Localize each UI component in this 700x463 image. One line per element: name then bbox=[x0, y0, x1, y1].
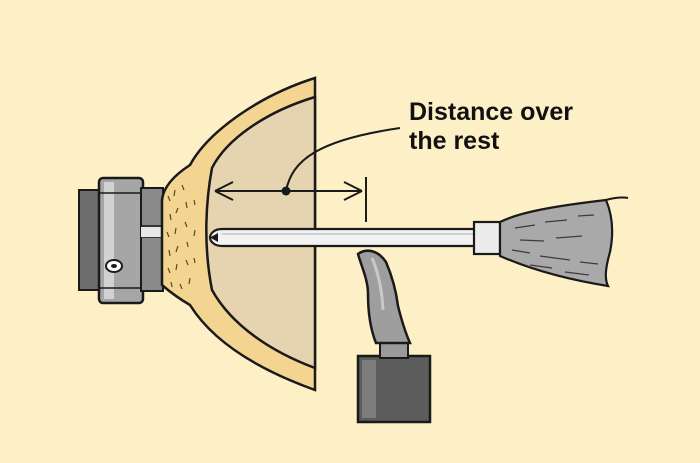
annotation-label-line1: Distance over bbox=[409, 98, 573, 126]
annotation-label-line2: the rest bbox=[409, 127, 500, 155]
handle-wood-grain bbox=[511, 214, 599, 276]
dimension-arrowhead-right bbox=[343, 181, 363, 201]
gouge-shaft bbox=[208, 227, 478, 248]
spindle-nose bbox=[78, 189, 102, 291]
chuck-highlight bbox=[104, 182, 114, 299]
gouge-handle bbox=[498, 198, 614, 288]
chuck-key-hole-center bbox=[111, 264, 117, 268]
dimension-arrowhead-left bbox=[214, 181, 234, 201]
tool-rest-collar bbox=[379, 342, 409, 359]
bowl-gouge bbox=[208, 196, 629, 288]
tool-rest bbox=[356, 249, 432, 424]
chuck-jaws bbox=[140, 187, 164, 292]
bowl-foot-texture bbox=[166, 184, 196, 290]
tool-rest-post bbox=[356, 249, 412, 345]
faceplate-chuck bbox=[78, 176, 164, 305]
leader-line bbox=[285, 127, 401, 192]
banjo-highlight bbox=[362, 360, 376, 418]
dimension-arrow bbox=[214, 127, 401, 222]
jaw-gap bbox=[141, 227, 163, 237]
tool-rest-post-highlight bbox=[370, 257, 385, 311]
handle-end-line bbox=[605, 196, 629, 201]
gouge-ferrule bbox=[472, 220, 502, 256]
gouge-tip bbox=[210, 233, 218, 242]
